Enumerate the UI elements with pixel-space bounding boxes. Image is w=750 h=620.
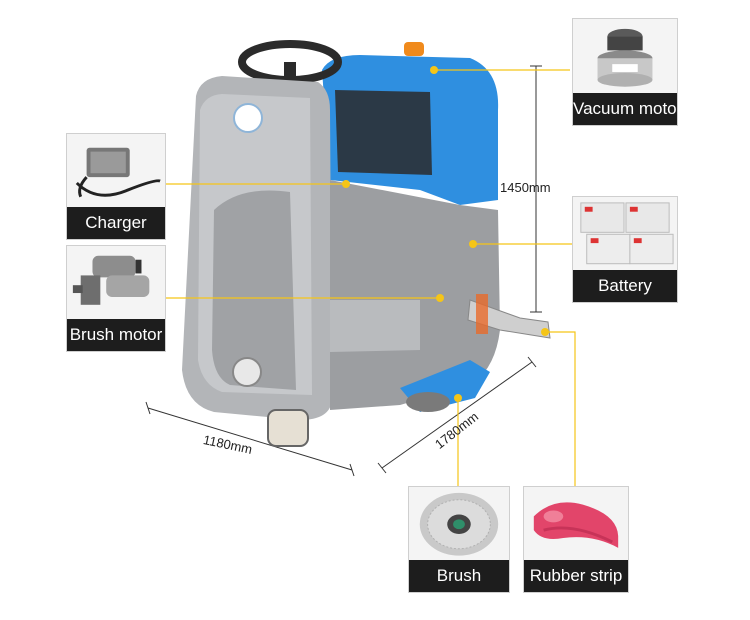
battery-card: Battery: [572, 196, 678, 303]
dimension-lines: [145, 65, 542, 477]
vacuum-motor-label: Vacuum motor: [573, 93, 677, 125]
callout-dots: [342, 66, 549, 402]
brush-motor-label: Brush motor: [67, 319, 165, 351]
charger-photo: [67, 134, 165, 208]
vacuum-motor-photo: [573, 19, 677, 94]
machine-side-panel: [330, 180, 500, 410]
brush-motor-card: Brush motor: [66, 245, 166, 352]
callout-lines: [166, 69, 576, 486]
rubber-strip-card: Rubber strip: [523, 486, 629, 593]
battery-label: Battery: [573, 270, 677, 302]
warning-beacon: [404, 42, 424, 56]
rubber-strip-label: Rubber strip: [524, 560, 628, 592]
rubber-strip-photo: [524, 487, 628, 561]
vacuum-motor-card: Vacuum motor: [572, 18, 678, 126]
brush-motor-photo: [67, 246, 165, 320]
brush-card: Brush: [408, 486, 510, 593]
height-dimension: 1450mm: [500, 180, 551, 195]
front-wheel: [267, 409, 309, 447]
squeegee: [467, 299, 551, 339]
charger-label: Charger: [67, 207, 165, 239]
battery-photo: [573, 197, 677, 271]
charger-card: Charger: [66, 133, 166, 240]
brush-label: Brush: [409, 560, 509, 592]
brush-photo: [409, 487, 509, 561]
scrubber-machine: [182, 40, 551, 447]
